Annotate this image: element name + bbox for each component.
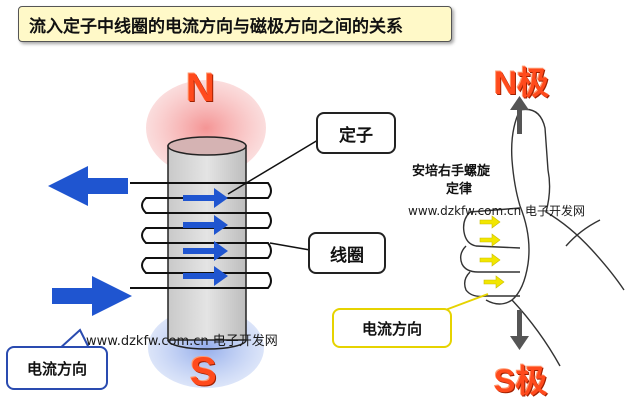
stator-callout: 定子: [316, 112, 396, 154]
right-north-label: N极: [494, 65, 550, 101]
ampere-rule-label-line2: 定律: [446, 182, 473, 197]
right-watermark: www.dzkfw.com.cn 电子开发网: [408, 204, 586, 218]
diagram-title: 流入定子中线圈的电流方向与磁极方向之间的关系: [18, 6, 452, 42]
north-pole-label: N: [186, 66, 215, 110]
current-in-arrow: [52, 276, 132, 316]
current-out-arrow: [48, 166, 128, 206]
ampere-rule-label-line1: 安培右手螺旋: [412, 164, 491, 179]
coil-pointer: [269, 242, 311, 251]
stator-pointer: [227, 139, 319, 195]
right-hand-illustration: [459, 108, 625, 367]
left-current-callout: 电流方向: [6, 346, 108, 390]
finger-current-arrows: [479, 215, 505, 289]
right-south-label: S极: [494, 363, 548, 399]
left-watermark: www.dzkfw.com.cn 电子开发网: [86, 334, 278, 349]
north-direction-arrow: [510, 96, 529, 134]
coil-callout: 线圈: [308, 232, 386, 274]
south-pole-label: S: [190, 350, 217, 394]
coil-winding: [130, 182, 272, 289]
right-current-callout: 电流方向: [332, 308, 452, 348]
current-arrows-in-coil: [183, 188, 228, 286]
south-direction-arrow: [510, 310, 529, 350]
